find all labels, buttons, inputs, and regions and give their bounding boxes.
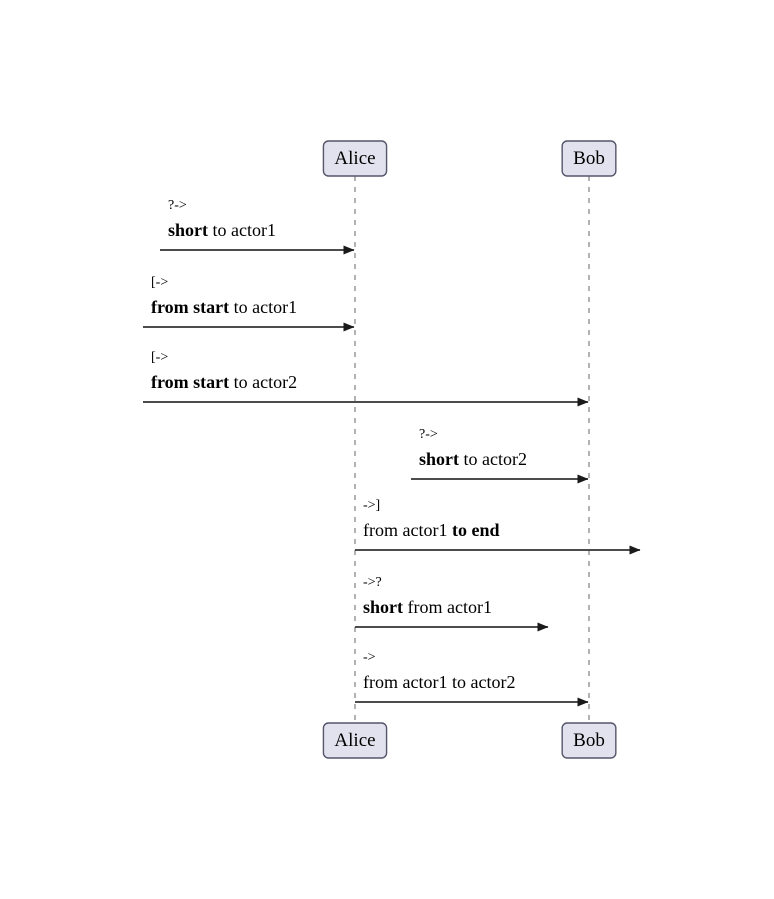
message-label-1: short to actor1 <box>168 220 276 240</box>
actor-box-rect-actor1-bottom[interactable] <box>322 722 388 759</box>
message-2: [-> from start to actor1 <box>143 275 355 332</box>
message-label-6: short from actor1 <box>363 597 492 617</box>
message-1: ?-> short to actor1 <box>160 198 355 255</box>
actor-box-actor2-top[interactable]: Bob <box>561 140 617 177</box>
actor-box-rect-actor1-top[interactable] <box>322 140 388 177</box>
message-notation-1: ?-> <box>168 198 187 213</box>
actor-box-actor1-bottom[interactable]: Alice <box>322 722 388 759</box>
messages-group: ?-> short to actor1 [-> from start to actor… <box>143 198 641 707</box>
message-label-4: short to actor2 <box>419 449 527 469</box>
message-4: ?-> short to actor2 <box>411 427 589 484</box>
message-3: [-> from start to actor2 <box>143 350 589 407</box>
message-notation-3: [-> <box>151 350 168 365</box>
message-notation-4: ?-> <box>419 427 438 442</box>
message-5: ->] from actor1 to end <box>355 498 641 555</box>
message-label-5: from actor1 to end <box>363 520 499 540</box>
actor-label-actor1-bottom: Alice <box>334 730 375 751</box>
actor-box-rect-actor2-top[interactable] <box>561 140 617 177</box>
actor-label-actor2-top: Bob <box>573 148 605 169</box>
message-label-3: from start to actor2 <box>151 372 297 392</box>
actor-box-actor2-bottom[interactable]: Bob <box>561 722 617 759</box>
message-notation-6: ->? <box>363 575 382 590</box>
message-7: -> from actor1 to actor2 <box>355 650 589 707</box>
lifelines-group <box>354 176 590 723</box>
actor-box-actor1-top[interactable]: Alice <box>322 140 388 177</box>
message-label-7: from actor1 to actor2 <box>363 672 515 692</box>
message-6: ->? short from actor1 <box>355 575 549 632</box>
message-notation-7: -> <box>363 650 376 665</box>
message-notation-5: ->] <box>363 498 380 513</box>
actor-label-actor2-bottom: Bob <box>573 730 605 751</box>
actor-label-actor1-top: Alice <box>334 148 375 169</box>
actor-box-rect-actor2-bottom[interactable] <box>561 722 617 759</box>
message-label-2: from start to actor1 <box>151 297 297 317</box>
message-notation-2: [-> <box>151 275 168 290</box>
